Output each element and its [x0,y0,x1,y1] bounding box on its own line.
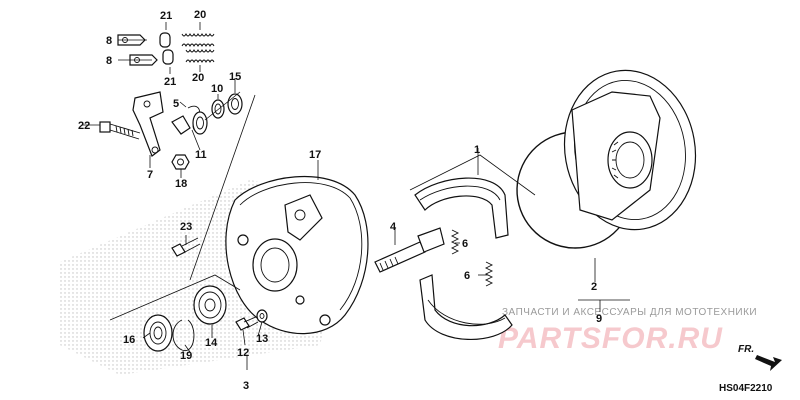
callout-14: 14 [205,337,218,349]
part-spring-lower [185,48,215,64]
callout-22: 22 [78,120,90,132]
callout-17: 17 [309,149,321,161]
part-seal-15 [227,93,243,115]
callout-3: 3 [243,380,249,392]
part-bearing-14 [193,285,227,325]
part-dust-seal-small [192,111,208,135]
leader-lines [82,22,630,370]
part-brake-panel [225,175,369,335]
arrow-icon [755,355,782,371]
callout-6: 6 [464,270,470,282]
watermark-logo: PARTSFOR.RU [498,322,723,355]
callout-18: 18 [175,178,187,190]
part-brake-shoe-lower [419,274,513,341]
callout-9: 9 [596,313,602,325]
part-brake-cam [374,227,445,273]
callout-numbers: 8 8 21 21 20 20 5 10 15 22 11 7 18 17 23… [78,9,602,392]
callout-8: 8 [106,55,112,67]
callout-16: 16 [123,334,135,346]
part-brake-shoe-upper [414,177,509,239]
callout-4: 4 [390,221,397,233]
callout-7: 7 [147,169,153,181]
callout-23: 23 [180,221,192,233]
watermark: ЗАПЧАСТИ И АКСЕССУАРЫ ДЛЯ МОТОТЕХНИКИ PA… [498,307,757,355]
part-spring-upper [181,32,215,48]
part-bolt [99,121,141,140]
diagram-code: HS04F2210 [719,383,773,394]
assembly-guide-line [189,94,256,281]
callout-8: 8 [106,35,112,47]
part-bolt-12 [235,316,259,331]
part-washer-13 [256,309,268,323]
callout-5: 5 [173,98,179,110]
part-collar-lower [162,49,174,65]
front-direction-indicator: FR. [738,344,782,371]
part-oring-10 [211,99,225,119]
part-bolt-23 [171,237,201,257]
callout-20: 20 [194,9,206,21]
part-brake-drum [563,69,697,231]
callout-12: 12 [237,347,249,359]
part-collar-upper [159,32,171,48]
part-indicator-plate [171,115,191,135]
part-shoe-spring-upper [450,229,460,255]
front-direction-label: FR. [738,344,754,355]
callout-21: 21 [164,76,176,88]
callout-1: 1 [474,144,480,156]
callout-19: 19 [180,350,192,362]
part-nut [171,154,190,170]
assembly-guide-line-short [204,91,241,121]
part-brake-arm [132,91,164,157]
callout-15: 15 [229,71,241,83]
seal-group-bracket [109,274,241,321]
callout-20: 20 [192,72,204,84]
callout-10: 10 [211,83,223,95]
callout-13: 13 [256,333,268,345]
callout-6: 6 [462,238,468,250]
watermark-tagline: ЗАПЧАСТИ И АКСЕССУАРЫ ДЛЯ МОТОТЕХНИКИ [502,307,757,318]
part-oil-seal-16 [143,314,173,352]
callout-11: 11 [195,149,207,161]
callout-2: 2 [591,281,597,293]
shoe-group-bracket [409,154,536,196]
callout-21: 21 [160,10,172,22]
part-circlip-19 [172,319,195,351]
part-shoe-spring-lower [484,261,494,287]
